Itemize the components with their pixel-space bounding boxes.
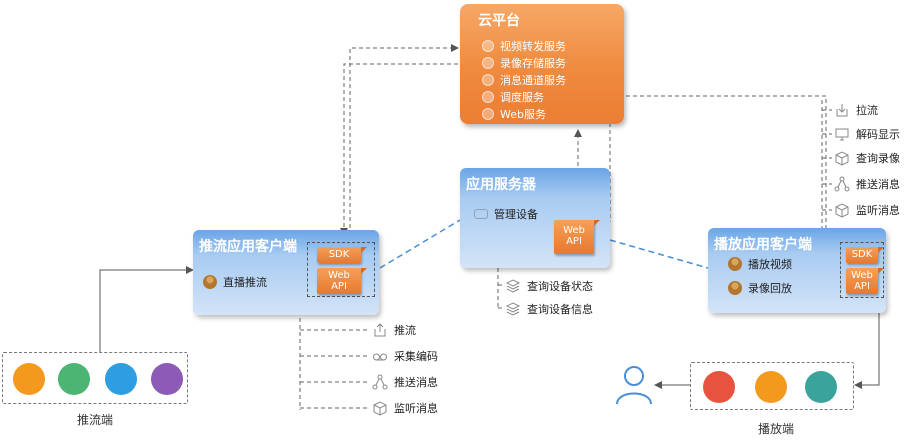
stack-icon — [505, 302, 521, 316]
play-client: 播放应用客户端 播放视频 录像回放 SDK Web API — [708, 228, 886, 313]
push-device-group — [2, 352, 188, 404]
web-api-tag: Web API — [317, 268, 367, 294]
play-endpoint-label: 播放端 — [758, 422, 795, 436]
person-icon — [728, 281, 742, 295]
query-status: 查询设备状态 — [505, 278, 593, 294]
push-client-title: 推流应用客户端 — [199, 239, 297, 255]
push-function: 推送消息 — [372, 374, 438, 390]
message-channel-icon — [482, 74, 494, 86]
play-function: 拉流 — [834, 102, 878, 118]
monitor-icon — [835, 128, 849, 141]
cloud-service: Web服务 — [482, 106, 546, 122]
cloud-service: 录像存储服务 — [482, 55, 566, 71]
play-function: 监听消息 — [834, 202, 900, 218]
app-server: 应用服务器 管理设备 Web API — [460, 168, 610, 268]
cloud-service: 调度服务 — [482, 89, 544, 105]
cloud-service: 视频转发服务 — [482, 38, 566, 54]
push-client: 推流应用客户端 直播推流 SDK Web API — [193, 230, 379, 315]
download-icon — [836, 104, 848, 117]
play-function: 推送消息 — [834, 176, 900, 192]
push-function: 监听消息 — [372, 400, 438, 416]
phone-icon — [703, 371, 735, 403]
sensor-icon — [151, 363, 183, 395]
video-relay-icon — [482, 40, 494, 52]
live-push: 直播推流 — [203, 274, 267, 290]
box-icon — [835, 151, 849, 166]
box-icon — [835, 203, 849, 218]
person-icon — [203, 275, 217, 289]
upload-icon — [374, 323, 386, 337]
box-icon — [373, 401, 387, 416]
play-video: 播放视频 — [728, 256, 792, 272]
sdk-frame — [307, 242, 375, 297]
record-playback: 录像回放 — [728, 280, 792, 296]
cloud-platform: 云平台 视频转发服务 录像存储服务 消息通道服务 调度服务 Web服务 — [460, 4, 624, 124]
play-client-title: 播放应用客户端 — [714, 237, 812, 253]
play-function: 查询录像 — [834, 150, 900, 166]
schedule-icon — [482, 91, 494, 103]
stack-icon — [505, 279, 521, 293]
camera-icon — [13, 363, 45, 395]
tape-icon — [373, 353, 387, 361]
location-icon — [105, 363, 137, 395]
manage-device: 管理设备 — [474, 206, 538, 222]
play-device-group — [690, 362, 854, 410]
app-server-title: 应用服务器 — [466, 177, 536, 193]
device-icon — [474, 209, 488, 219]
push-endpoint-label: 推流端 — [77, 413, 114, 427]
tablet-icon — [755, 371, 787, 403]
push-function: 推流 — [372, 322, 416, 338]
web-api-tag: Web API — [554, 220, 600, 254]
push-function: 采集编码 — [372, 348, 438, 364]
cloud-service: 消息通道服务 — [482, 72, 566, 88]
play-function: 解码显示 — [834, 126, 900, 142]
web-api-tag: Web API — [846, 268, 884, 294]
share-icon — [372, 374, 388, 390]
query-info: 查询设备信息 — [505, 301, 593, 317]
person-icon — [728, 257, 742, 271]
share-icon — [834, 176, 850, 192]
user-icon — [616, 366, 652, 405]
laptop-icon — [805, 371, 837, 403]
sdk-tag: SDK — [317, 247, 367, 263]
cloud-title: 云平台 — [478, 13, 520, 29]
sdk-tag: SDK — [846, 247, 884, 263]
drone-icon — [58, 363, 90, 395]
record-storage-icon — [482, 57, 494, 69]
web-icon — [482, 108, 494, 120]
